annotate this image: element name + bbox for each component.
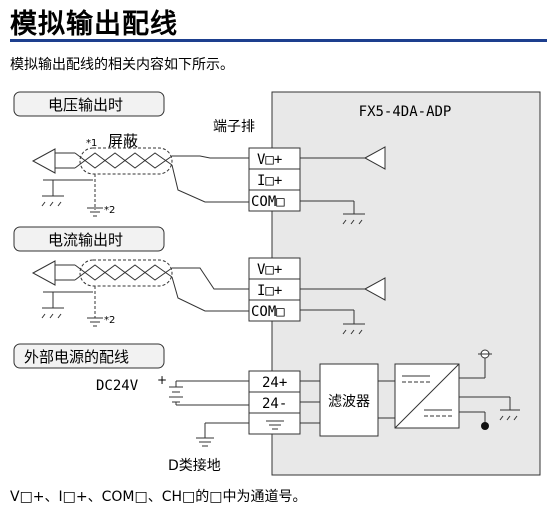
output-triangle-icon: [363, 277, 386, 301]
terminal-24-plus-label: 24+: [262, 375, 287, 391]
footer-note: V□+、I□+、COM□、CH□的□中为通道号。: [10, 489, 307, 505]
dc-source-label: DC24V: [96, 378, 139, 394]
shield-dashed-ellipse: [79, 259, 173, 287]
output-triangle-icon: [363, 146, 386, 170]
title-underline: [10, 39, 547, 42]
terminal-ground: [248, 412, 301, 435]
intro-text: 模拟输出配线的相关内容如下所示。: [10, 57, 234, 73]
filter-box: [319, 363, 379, 437]
terminal-v-plus-label: V□+: [257, 262, 282, 278]
terminal-com-label: COM□: [251, 194, 285, 210]
terminal-24-minus-label: 24-: [262, 396, 287, 412]
section-power-box: [13, 343, 165, 369]
terminal-v-plus-label: V□+: [257, 152, 282, 168]
d-class-ground-label: D类接地: [168, 457, 221, 474]
shield-label: 屏蔽: [108, 132, 138, 150]
terminal-i-plus-label: I□+: [257, 173, 282, 189]
terminal-com-label: COM□: [251, 304, 285, 320]
note2-label: *2: [104, 315, 115, 326]
section-power-label: 外部电源的配线: [24, 348, 129, 366]
dc-plus-sign: +: [157, 373, 167, 387]
module-name: FX5-4DA-ADP: [359, 104, 452, 120]
filter-label: 滤波器: [328, 394, 370, 410]
section-voltage-label: 电压输出时: [48, 96, 123, 114]
page-title: 模拟输出配线: [10, 9, 178, 40]
twisted-pair-wire: [74, 264, 173, 281]
note1-label: *1: [86, 138, 97, 149]
shield-dashed-ellipse: [79, 147, 173, 175]
twisted-pair-wire: [74, 152, 173, 169]
terminal-block-label: 端子排: [213, 119, 255, 135]
common-node-icon: [481, 422, 489, 430]
note2-label: *2: [104, 205, 115, 216]
section-voltage-box: [13, 91, 165, 117]
load-triangle-icon: [31, 148, 56, 174]
load-triangle-icon: [31, 260, 56, 286]
section-current-label: 电流输出时: [48, 231, 123, 249]
section-current-box: [13, 226, 165, 252]
terminal-i-plus-label: I□+: [257, 283, 282, 299]
